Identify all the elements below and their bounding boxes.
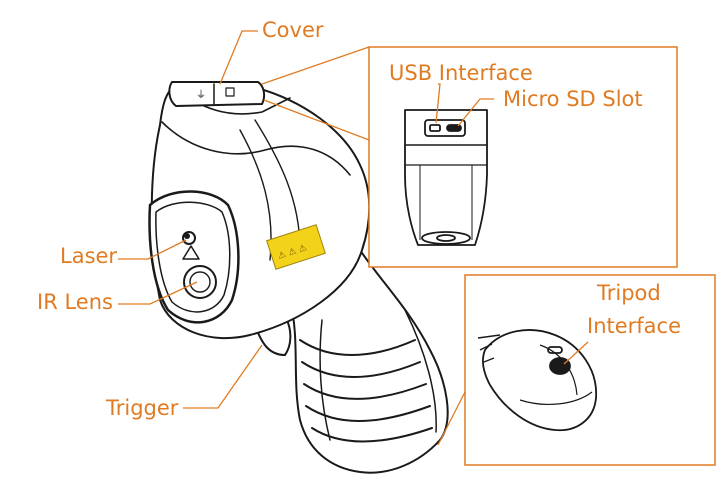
grip-rib	[301, 361, 421, 378]
cover-part	[168, 81, 266, 107]
label-trigger: Trigger	[106, 396, 179, 420]
inset-tripod	[464, 274, 716, 466]
svg-text:⏚: ⏚	[196, 89, 206, 101]
front-inner	[155, 201, 231, 313]
label-cover: Cover	[262, 18, 324, 42]
laser-warning-icon	[182, 245, 200, 260]
usb-port	[429, 124, 441, 132]
label-interface: Interface	[587, 314, 682, 338]
label-usb-interface: USB Interface	[389, 61, 533, 85]
ir-lens	[183, 265, 217, 299]
tripod-socket	[549, 357, 571, 375]
grip-rib	[303, 383, 427, 400]
grip-rib	[305, 405, 431, 422]
grip-groove	[319, 319, 331, 441]
sd-slot	[446, 124, 462, 132]
grip-rib	[311, 427, 433, 443]
label-ir-lens: IR Lens	[37, 290, 113, 314]
label-tripod: Tripod	[597, 281, 661, 305]
main-device: ⏚ ⚠ ⚠ ⚠	[148, 81, 449, 474]
callout-lines	[118, 30, 589, 446]
label-laser: Laser	[60, 244, 118, 268]
grip-groove	[404, 309, 437, 433]
warning-sticker	[266, 224, 326, 270]
grip-rib	[299, 339, 416, 356]
head-facet	[161, 121, 351, 176]
inset-usb-sd	[368, 46, 678, 268]
label-micro-sd-slot: Micro SD Slot	[503, 87, 643, 111]
